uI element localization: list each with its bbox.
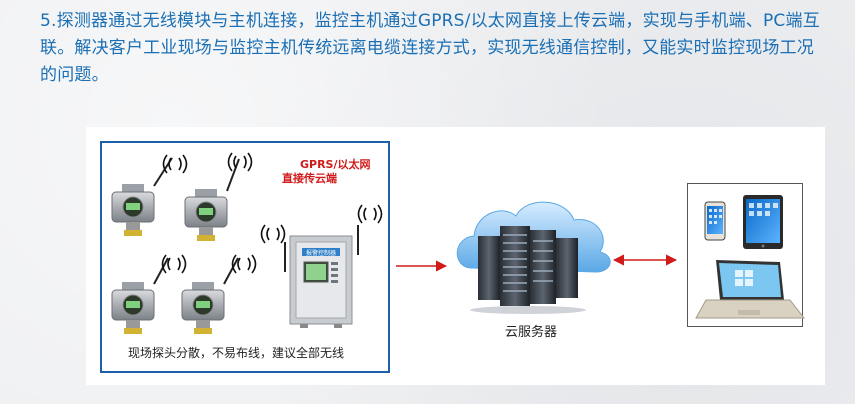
gas-detector-icon: [111, 257, 169, 334]
gas-detector-icon: [184, 158, 240, 241]
wireless-signal-icon: [227, 152, 253, 172]
svg-text:报警控制器: 报警控制器: [306, 249, 336, 257]
cloud-server-icon: [456, 201, 611, 314]
headline-text: 5.探测器通过无线模块与主机连接，监控主机通过GPRS/以太网直接上传云端，实现…: [40, 11, 820, 85]
wireless-signal-icon: [260, 224, 286, 244]
wireless-signal-icon: [357, 204, 383, 224]
gas-detector-icon: [111, 157, 173, 236]
network-tag-line2: 直接传云端: [282, 172, 337, 185]
tablet-icon: [743, 195, 783, 249]
alarm-controller-icon: 报警控制器: [289, 235, 353, 328]
cloud-server-label: 云服务器: [505, 325, 558, 340]
smartphone-icon: [704, 201, 726, 241]
network-tag-line1: GPRS/以太网: [300, 158, 371, 171]
wireless-signal-icon: [161, 254, 187, 274]
wireless-signal-icon: [162, 154, 188, 174]
field-caption: 现场探头分散，不易布线，建议全部无线: [128, 346, 345, 360]
wireless-signal-icon: [231, 254, 257, 274]
gas-detector-icon: [181, 257, 239, 334]
laptop-icon: [695, 260, 806, 319]
